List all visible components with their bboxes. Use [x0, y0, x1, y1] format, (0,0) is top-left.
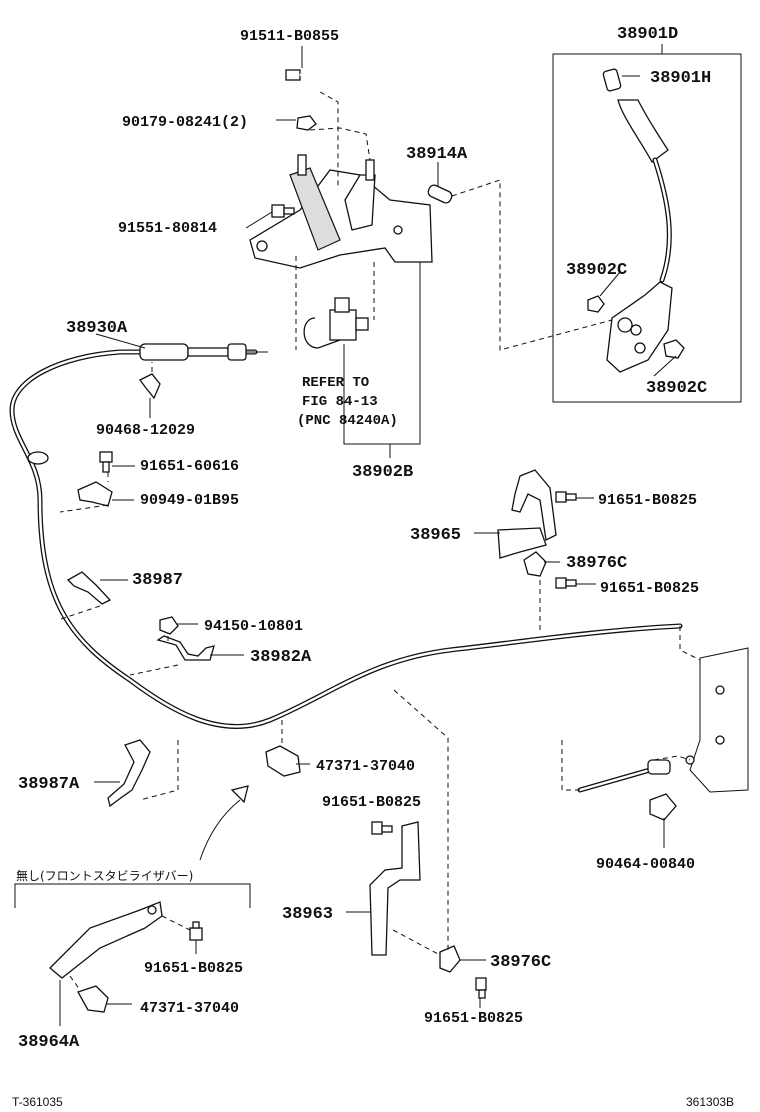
cable-grommet: [27, 451, 49, 465]
clip-38976C-b: [439, 945, 461, 973]
part-label-p-91551-80814: 91551-80814: [118, 220, 217, 237]
variant-note: 無し(フロントスタビライザバー): [16, 868, 193, 883]
part-label-p-38901H: 38901H: [650, 69, 711, 88]
part-label-p-38982A: 38982A: [250, 648, 312, 667]
part-label-p-91651-B0825-c: 91651-B0825: [322, 794, 421, 811]
clip-38976C-a: [523, 551, 547, 577]
pin-38914A: [427, 184, 453, 204]
direction-arrow: [199, 799, 241, 861]
refer-note-line-2: FIG 84-13: [302, 394, 378, 410]
refer-note-line-1: REFER TO: [302, 375, 369, 391]
nut-90179: [296, 115, 317, 131]
bolt-91651-B0825-a: [555, 491, 577, 503]
bracket-38964A-hole: [147, 905, 157, 915]
part-label-p-38987: 38987: [132, 571, 183, 590]
part-label-p-38930A: 38930A: [66, 319, 128, 338]
part-label-p-38976C-a: 38976C: [566, 554, 627, 573]
clamp-38987A: [107, 739, 151, 808]
clip-90468: [139, 373, 161, 400]
bolt-91651-B0825-e: [189, 921, 203, 941]
part-label-p-90179-08241: 90179-08241(2): [122, 114, 248, 131]
bolt-91511: [285, 69, 323, 93]
transmission-outline: [689, 647, 749, 793]
part-label-p-91651-B0825-e: 91651-B0825: [144, 960, 243, 977]
footer-left-code: T-361035: [12, 1095, 63, 1109]
part-label-p-38965: 38965: [410, 526, 461, 545]
part-label-p-38987A: 38987A: [18, 775, 80, 794]
bolt-91651-B0825-c: [371, 821, 393, 835]
leader-lines: [59, 46, 677, 1026]
bracket-38965: [497, 469, 557, 559]
nut-38902C-a: [587, 295, 605, 313]
part-label-p-91651-B0825-d: 91651-B0825: [424, 1010, 523, 1027]
part-label-p-38902C-a: 38902C: [566, 261, 627, 280]
clip-90464: [649, 793, 677, 821]
part-label-p-91651-B0825-a: 91651-B0825: [598, 492, 697, 509]
part-label-p-90949-01B95: 90949-01B95: [140, 492, 239, 509]
cable-end-transmission: [577, 759, 671, 793]
clamp-47371-b: [77, 985, 109, 1013]
part-label-p-38901D: 38901D: [617, 25, 678, 44]
shift-bracket-assembly: [249, 154, 433, 269]
bracket-38963: [369, 821, 421, 956]
bolt-91551: [271, 204, 295, 218]
part-label-p-94150-10801: 94150-10801: [204, 618, 303, 635]
variant-bracket: [14, 883, 251, 908]
part-label-p-47371-37040-a: 47371-37040: [316, 758, 415, 775]
refer-note-line-3: (PNC 84240A): [297, 413, 398, 429]
clamp-90949: [77, 481, 113, 507]
part-label-p-38902C-b: 38902C: [646, 379, 707, 398]
part-label-p-91651-B0825-b: 91651-B0825: [600, 580, 699, 597]
part-label-p-90464-00840: 90464-00840: [596, 856, 695, 873]
part-label-p-38963: 38963: [282, 905, 333, 924]
part-label-p-38914A: 38914A: [406, 145, 468, 164]
lock-solenoid-38902B: [303, 297, 369, 349]
nut-94150: [159, 616, 179, 635]
transmission-bolt-1: [715, 685, 725, 695]
bolt-91651-60616: [99, 451, 113, 473]
bolt-91651-B0825-d: [475, 977, 487, 999]
direction-arrow-head: [230, 785, 249, 804]
part-label-p-91651-60616: 91651-60616: [140, 458, 239, 475]
part-label-p-90468-12029: 90468-12029: [96, 422, 195, 439]
part-label-p-38976C-b: 38976C: [490, 953, 551, 972]
transmission-bolt-2: [715, 735, 725, 745]
part-label-p-91511-B0855: 91511-B0855: [240, 28, 339, 45]
footer-right-code: 361303B: [686, 1095, 734, 1109]
shift-lever-group-box: [552, 53, 742, 403]
bracket-38982A: [156, 635, 215, 661]
bolt-91651-B0825-b: [555, 577, 577, 589]
shift-lever: [602, 68, 673, 373]
shift-cable: [9, 349, 683, 729]
clamp-38987: [66, 571, 112, 605]
cable-end-fitting: [139, 343, 268, 361]
part-label-p-47371-37040-b: 47371-37040: [140, 1000, 239, 1017]
clamp-47371-a: [265, 745, 301, 777]
part-label-p-38964A: 38964A: [18, 1033, 80, 1052]
nut-38902C-b: [663, 339, 685, 359]
part-label-p-38902B: 38902B: [352, 463, 413, 482]
dashed-lines: [57, 91, 701, 991]
part-labels: 91511-B0855 90179-08241(2) 38914A 91551-808…: [18, 25, 711, 1052]
